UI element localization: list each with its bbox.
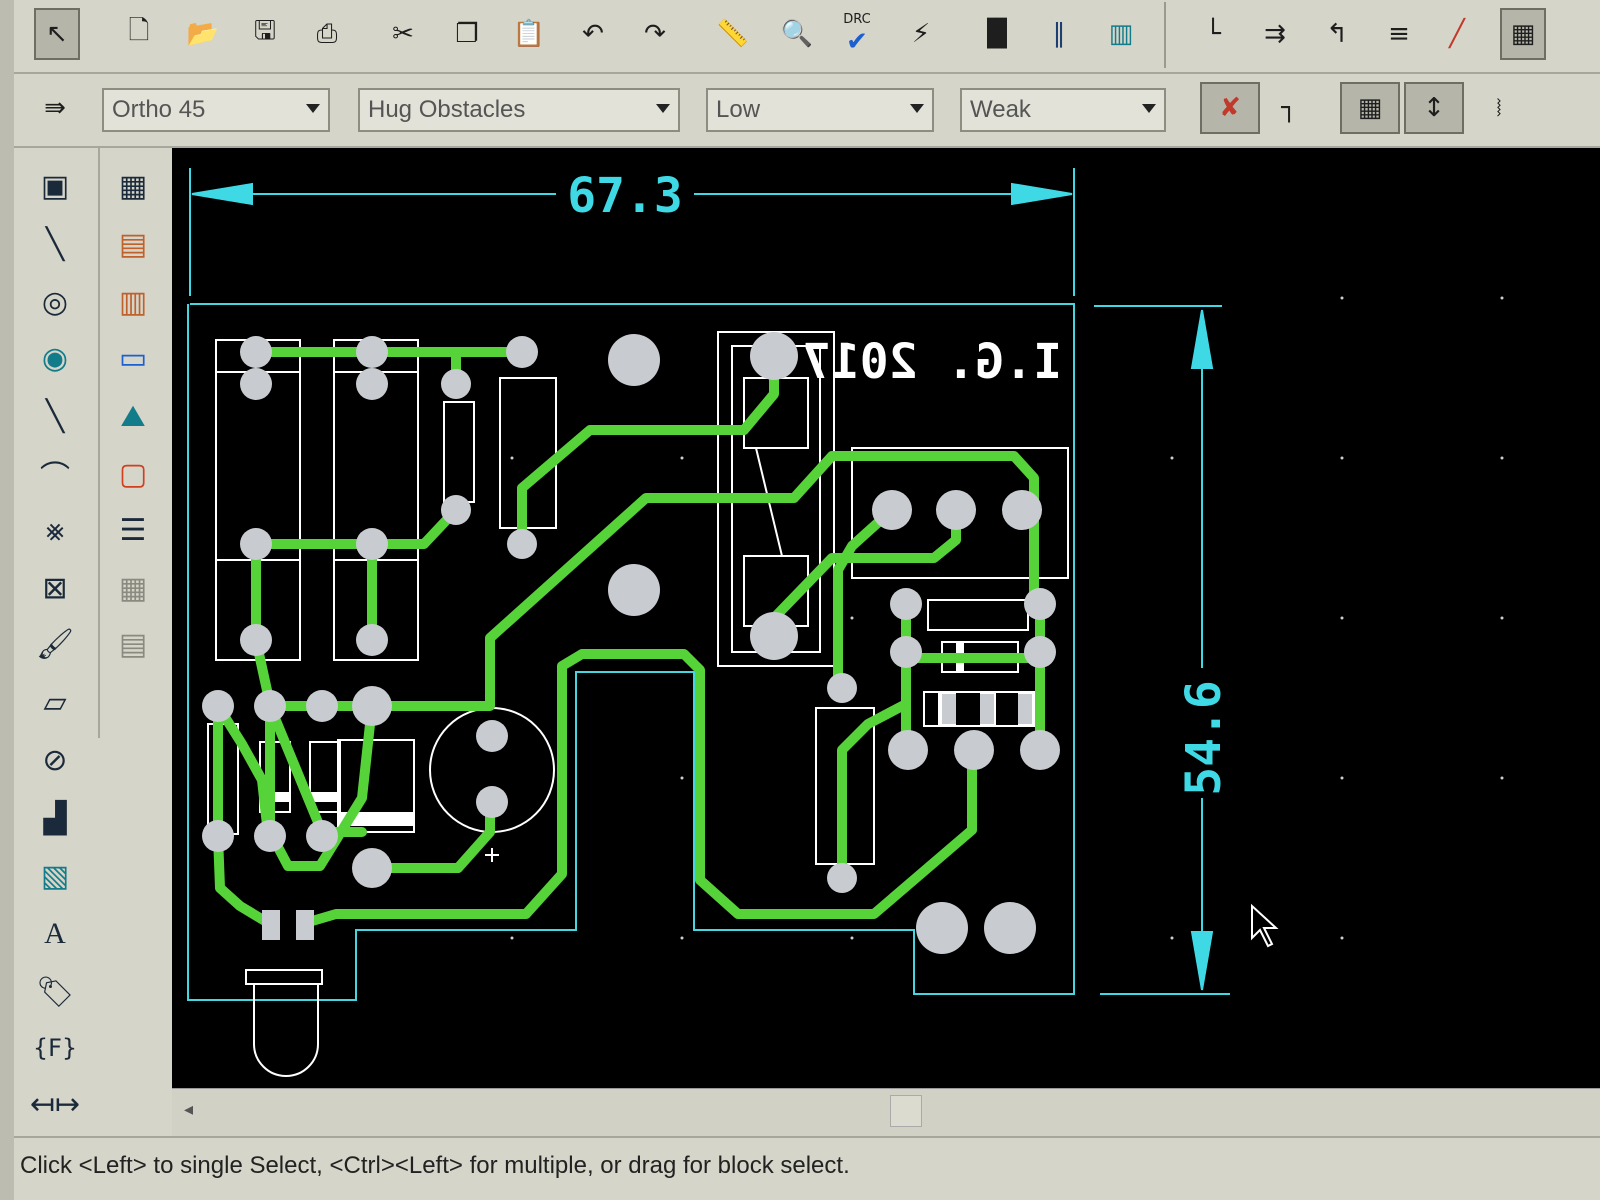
drc-check-icon[interactable]: DRC✔ [843,11,871,57]
grid-dots [510,296,1504,940]
new-file-icon[interactable]: 🗋 [128,16,150,46]
pads [202,332,1060,954]
status-message: Click <Left> to single Select, <Ctrl><Le… [20,1152,850,1179]
shove-icon[interactable]: ↕ [1404,82,1464,134]
mouse-cursor-icon [1251,903,1279,948]
strength-select-value: Weak [970,96,1031,123]
left-toolbox: ▣ ╲ ◎ ◉ ╲ ⌒ ⨳ ⊠ 🖌 ▱ ⊘ ▟ ▧ A 🏷 {F} ↤↦ ▦ ▤… [14,148,172,1148]
component-icon[interactable]: ▣ [40,168,70,204]
angle-select-value: Ortho 45 [112,96,206,123]
paste-icon[interactable]: 📋 [512,19,546,49]
cut-icon[interactable]: ✂ [392,19,414,49]
status-bar: Click <Left> to single Select, <Ctrl><Le… [14,1136,1600,1200]
picture-icon[interactable]: ⛰ [120,398,146,434]
chevron-down-icon [306,104,320,113]
main-toolbar: ↖ 🗋 📂 🖫 ⎙ ✂ ❐ 📋 ↶ ↷ 📏 🔍 DRC✔ ⚡ ▐▌ ∥ ▥ └ … [14,0,1600,74]
bus-icon[interactable]: ▐▌ [977,19,1017,49]
undo-icon[interactable]: ↶ [582,19,604,49]
free-via-icon[interactable]: ◉ [41,340,69,376]
formula-tool-label: {F} [32,1034,78,1062]
connectivity-icon[interactable]: ⚡ [911,19,931,49]
horizontal-scrollbar[interactable]: ◂ [172,1088,1600,1137]
route-mode-1-icon[interactable]: └ [1205,19,1221,49]
chevron-down-icon [910,104,924,113]
route-arrow-icon[interactable]: ⇛ [44,93,66,123]
routing-options-bar: ⇛ Ortho 45 Hug Obstacles Low Weak ✘ ┐ ▦ … [14,74,1600,148]
arc-icon[interactable]: ⌒ [40,460,70,495]
print-icon[interactable]: ⎙ [316,18,338,49]
open-folder-icon[interactable]: 📂 [186,19,220,49]
ruler-icon[interactable]: 📏 [716,19,750,49]
formula-icon[interactable]: {F} [22,1022,88,1074]
drc-label: DRC [843,11,871,27]
save-icon[interactable]: 🖫 [253,16,277,46]
chevron-down-icon [1142,104,1156,113]
no-via-icon[interactable]: ✘ [1200,82,1260,134]
height-dimension-label: 54.6 [1176,680,1232,796]
part-icon[interactable]: ▥ [1108,19,1134,49]
level-select[interactable]: Low [706,88,934,132]
layers-icon[interactable]: ▦ [1500,8,1546,60]
table-icon[interactable]: ▦ [118,168,148,204]
attribute-icon[interactable]: 🏷 [35,974,75,1010]
fill-icon[interactable]: 🖌 [35,626,75,662]
report-icon[interactable]: ▦ [118,570,148,606]
pcb-layout[interactable]: 67.3 54.6 [172,148,1600,1088]
toolbar-separator [1164,2,1166,68]
copper-traces [213,347,1045,929]
obstacle-select[interactable]: Hug Obstacles [358,88,680,132]
zoom-icon[interactable]: 🔍 [780,19,814,49]
board-icon[interactable]: ▢ [118,456,148,492]
text-tool-label: A [44,917,66,950]
scroll-left-icon[interactable]: ◂ [184,1099,194,1120]
layer-stack-icon[interactable]: ▱ [43,684,67,720]
angle-select[interactable]: Ortho 45 [102,88,330,132]
pcb-canvas[interactable]: 67.3 54.6 [172,148,1600,1088]
via-icon[interactable]: ◎ [41,284,69,320]
polygon-icon[interactable]: ⨳ [45,512,65,548]
line-icon[interactable]: ╲ [45,398,65,434]
keepout-icon[interactable]: ⊘ [42,742,68,778]
route-icon[interactable]: ∥ [1052,19,1066,49]
window-left-edge [0,0,15,1200]
level-select-value: Low [716,96,761,123]
route-mode-2-icon[interactable]: ⇉ [1264,19,1286,49]
copy-icon[interactable]: ❐ [455,19,479,49]
route-mode-5-icon[interactable]: ╱ [1449,19,1465,49]
outline-icon[interactable]: ▭ [118,340,148,376]
footprint-icon[interactable]: ▤ [118,226,148,262]
rect-cross-icon[interactable]: ⊠ [42,570,68,606]
silkscreen-text: I.G. 2017 [802,334,1062,390]
strength-select[interactable]: Weak [960,88,1166,132]
push-icon[interactable]: ▦ [1340,82,1400,134]
connection-icon[interactable]: ╲ [45,226,65,262]
board-outline [187,303,1075,1001]
corner-icon[interactable]: ┐ [1281,93,1297,123]
chevron-down-icon [656,104,670,113]
list-icon[interactable]: ☰ [119,512,147,548]
copper-pour-icon[interactable]: ▟ [43,800,67,836]
obstacle-select-value: Hug Obstacles [368,96,526,123]
cutout-icon[interactable]: ▧ [40,858,70,894]
scroll-thumb[interactable] [890,1095,922,1127]
text-icon[interactable]: A [22,908,88,960]
dimension-lines [189,168,1230,995]
redo-icon[interactable]: ↷ [644,19,666,49]
width-dimension-label: 67.3 [567,168,683,224]
tool-column-2: ▦ ▤ ▥ ▭ ⛰ ▢ ☰ ▦ ▤ [98,148,170,738]
report-2-icon[interactable]: ▤ [118,626,148,662]
select-arrow-icon[interactable]: ↖ [34,8,80,60]
padstack-icon[interactable]: ▥ [118,284,148,320]
route-mode-4-icon[interactable]: ≡ [1388,19,1410,49]
more-icon[interactable]: ⧘ [1496,92,1502,123]
dimension-icon[interactable]: ↤↦ [29,1086,81,1122]
route-mode-3-icon[interactable]: ↰ [1326,19,1348,49]
